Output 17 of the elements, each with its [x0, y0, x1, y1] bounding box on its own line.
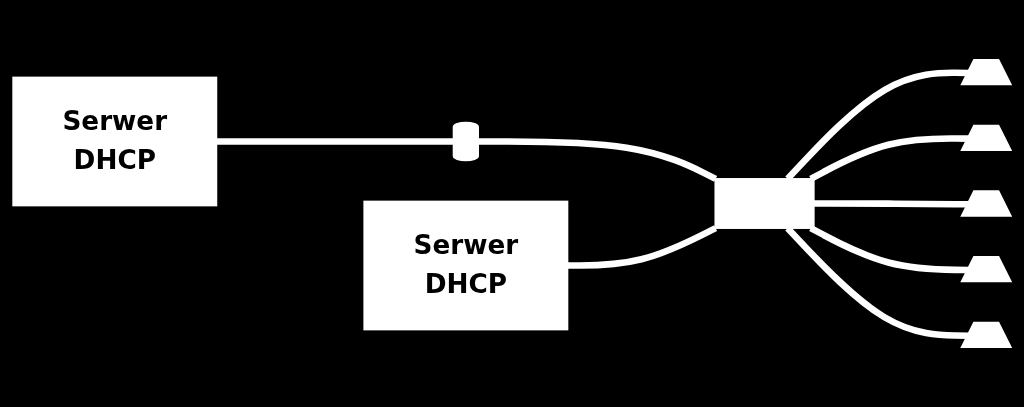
connector	[785, 69, 969, 182]
connector	[809, 135, 969, 182]
connector	[478, 138, 718, 182]
connector	[216, 138, 454, 145]
connector	[813, 200, 969, 208]
node-laptop	[960, 321, 1013, 348]
node-box	[714, 178, 815, 229]
node-laptop	[960, 59, 1013, 86]
node-laptop	[960, 124, 1013, 151]
node-box: Serwer DHCP	[12, 76, 218, 207]
node-box: Serwer DHCP	[363, 200, 569, 331]
node-laptop	[960, 256, 1013, 283]
connector	[785, 225, 969, 339]
node-cylinder	[452, 121, 479, 162]
node-laptop	[960, 190, 1013, 217]
connector	[809, 225, 969, 274]
connector	[567, 225, 718, 269]
